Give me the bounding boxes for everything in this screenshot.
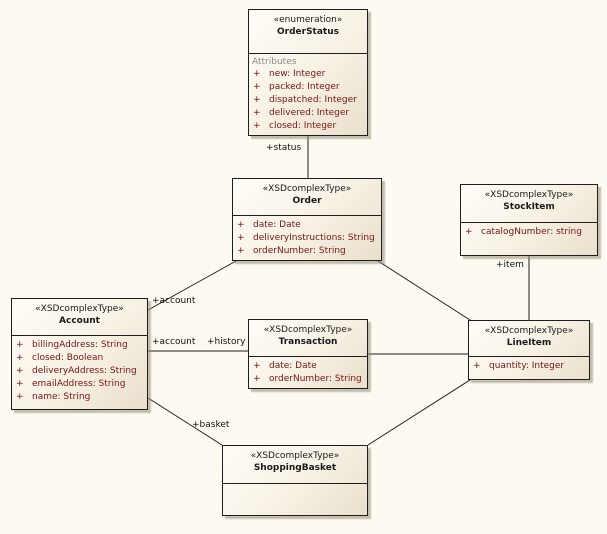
visibility-symbol: + (237, 246, 245, 256)
visibility-symbol: + (253, 374, 261, 384)
visibility-symbol: + (253, 82, 261, 92)
class-name: OrderStatus (277, 27, 339, 37)
attribute-row: +quantity: Integer (473, 361, 565, 371)
role-label-basket: +basket (192, 420, 230, 430)
class-name: StockItem (503, 202, 555, 212)
attribute-row: +orderNumber: String (237, 246, 346, 256)
visibility-symbol: + (237, 220, 245, 230)
class-order[interactable]: «XSDcomplexType» Order +date: Date +deli… (232, 178, 382, 261)
attribute-row: +billingAddress: String (16, 340, 128, 350)
visibility-symbol: + (253, 69, 261, 79)
stereotype-label: «XSDcomplexType» (250, 451, 340, 461)
attribute-row: +dispatched: Integer (253, 95, 357, 105)
visibility-symbol: + (253, 121, 261, 131)
class-name: Transaction (278, 337, 338, 347)
compartment-divider (233, 215, 381, 216)
class-name: Order (292, 196, 322, 206)
attribute-row: +delivered: Integer (253, 108, 350, 118)
stereotype-label: «XSDcomplexType» (263, 325, 353, 335)
attribute-row: +date: Date (237, 220, 301, 230)
attribute-list: +date: Date +deliveryInstructions: Strin… (233, 219, 381, 258)
class-name: ShoppingBasket (253, 463, 337, 473)
attribute-row: +orderNumber: String (253, 374, 362, 384)
attribute-row: +deliveryInstructions: String (237, 233, 375, 243)
visibility-symbol: + (253, 108, 261, 118)
attribute-row: +closed: Boolean (16, 353, 104, 363)
class-name: LineItem (506, 338, 552, 348)
section-label: Attributes (252, 57, 297, 67)
compartment-divider (249, 53, 367, 54)
class-name: Account (59, 316, 100, 326)
visibility-symbol: + (16, 366, 24, 376)
attribute-list: +catalogNumber: string (461, 226, 597, 239)
compartment-divider (223, 483, 367, 484)
role-label-history: +history (207, 337, 246, 347)
attribute-row: +catalogNumber: string (465, 227, 582, 237)
visibility-symbol: + (253, 95, 261, 105)
visibility-symbol: + (16, 392, 24, 402)
role-label-status: +status (266, 143, 302, 153)
attribute-row: +closed: Integer (253, 121, 337, 131)
stereotype-label: «XSDcomplexType» (484, 190, 574, 200)
class-orderstatus[interactable]: «enumeration» OrderStatus Attributes +ne… (248, 9, 368, 136)
assoc-account-basket (147, 397, 223, 446)
class-account[interactable]: «XSDcomplexType» Account +billingAddress… (11, 298, 148, 410)
assoc-lineitem-basket (367, 379, 471, 446)
assoc-order-lineitem (377, 260, 471, 321)
class-shoppingbasket[interactable]: «XSDcomplexType» ShoppingBasket (222, 445, 368, 516)
stereotype-label: «XSDcomplexType» (35, 304, 124, 314)
assoc-order-account (147, 260, 237, 311)
visibility-symbol: + (253, 361, 261, 371)
attribute-row: +name: String (16, 392, 91, 402)
class-stockitem[interactable]: «XSDcomplexType» StockItem +catalogNumbe… (460, 184, 598, 256)
visibility-symbol: + (16, 340, 24, 350)
visibility-symbol: + (473, 361, 481, 371)
stereotype-label: «XSDcomplexType» (262, 184, 352, 194)
class-transaction[interactable]: «XSDcomplexType» Transaction +date: Date… (248, 319, 368, 389)
role-label-account-order: +account (152, 296, 196, 306)
attribute-row: +emailAddress: String (16, 379, 126, 389)
attribute-list: +date: Date +orderNumber: String (249, 360, 367, 386)
stereotype-label: «XSDcomplexType» (484, 326, 574, 336)
compartment-divider (12, 335, 147, 336)
class-lineitem[interactable]: «XSDcomplexType» LineItem +quantity: Int… (468, 320, 590, 380)
role-label-account-transaction: +account (152, 337, 196, 347)
visibility-symbol: + (16, 379, 24, 389)
attribute-row: +new: Integer (253, 69, 326, 79)
attribute-list: +billingAddress: String +closed: Boolean… (12, 339, 147, 404)
visibility-symbol: + (16, 353, 24, 363)
compartment-divider (469, 356, 589, 357)
visibility-symbol: + (465, 227, 473, 237)
attribute-list: +quantity: Integer (469, 360, 589, 373)
attribute-row: +packed: Integer (253, 82, 340, 92)
visibility-symbol: + (237, 233, 245, 243)
attribute-row: +date: Date (253, 361, 317, 371)
compartment-divider (249, 356, 367, 357)
stereotype-label: «enumeration» (273, 15, 343, 25)
compartment-divider (461, 222, 597, 223)
role-label-item: +item (496, 260, 524, 270)
attribute-list: Attributes +new: Integer +packed: Intege… (249, 56, 367, 133)
attribute-row: +deliveryAddress: String (16, 366, 137, 376)
